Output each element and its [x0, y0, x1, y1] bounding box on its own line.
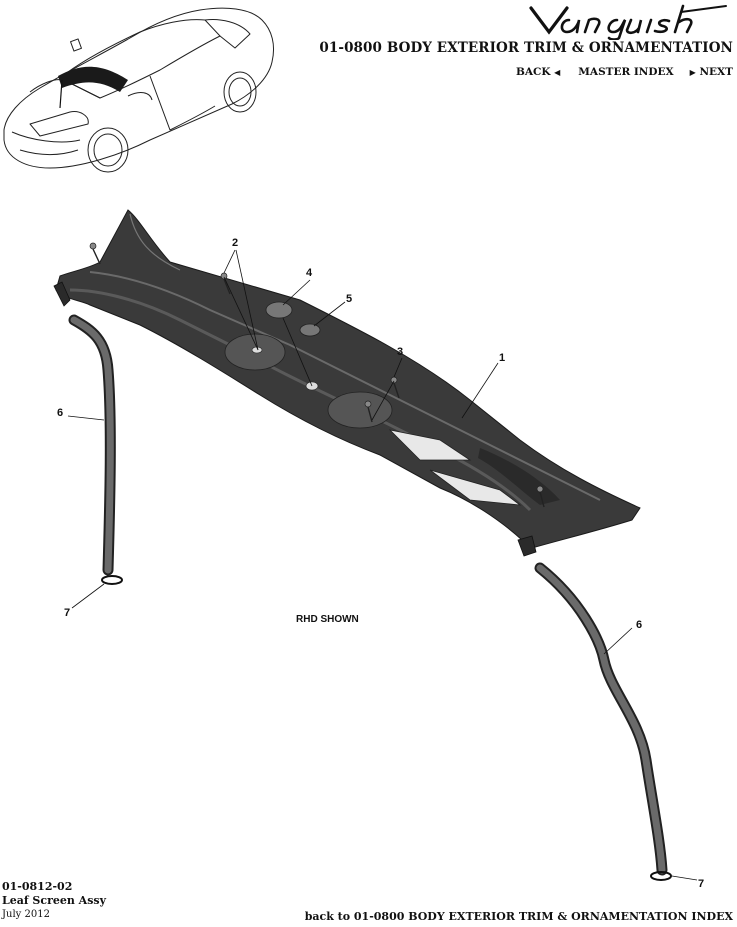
part-info: 01-0812-02 Leaf Screen Assy July 2012 [2, 880, 106, 922]
back-link[interactable]: BACK ◀ [516, 66, 560, 78]
screw-fasteners [89, 242, 545, 508]
next-label: NEXT [699, 66, 733, 78]
callout-7-right: 7 [698, 878, 704, 890]
drain-hose-right [534, 562, 668, 876]
callout-3: 3 [397, 346, 403, 358]
back-label: BACK [515, 66, 551, 78]
car-thumbnail [3, 7, 275, 173]
grommet-plug-small [299, 323, 321, 337]
callout-6-right: 6 [636, 619, 642, 631]
callout-5: 5 [346, 293, 352, 305]
leaf-screen-panel [53, 209, 641, 557]
section-title: 01-0800 BODY EXTERIOR TRIM & ORNAMENTATI… [319, 40, 733, 56]
back-arrow-icon: ◀ [554, 67, 561, 77]
part-date: July 2012 [2, 909, 50, 920]
hose-clip-left [101, 575, 123, 585]
hose-clip-right [650, 871, 672, 881]
callout-1: 1 [499, 352, 505, 364]
leader-lines [67, 249, 698, 881]
part-name: Leaf Screen Assy [2, 894, 106, 907]
master-index-link[interactable]: MASTER INDEX [578, 66, 674, 78]
next-arrow-icon: ▶ [689, 67, 696, 77]
callout-7-left: 7 [64, 607, 70, 619]
vanquish-logo [529, 4, 727, 40]
rhd-shown-note: RHD SHOWN [296, 614, 359, 625]
next-link[interactable]: ▶ NEXT [690, 66, 733, 78]
leaf-screen-diagram: 1 2 3 4 5 6 6 7 7 [53, 209, 704, 890]
back-to-index-link[interactable]: back to 01-0800 BODY EXTERIOR TRIM & ORN… [304, 910, 733, 923]
navigation-bar: BACK ◀ MASTER INDEX ▶ NEXT [516, 66, 733, 78]
callout-2: 2 [232, 237, 238, 249]
callout-6-left: 6 [57, 407, 63, 419]
grommet-plug-large [265, 301, 293, 319]
part-number: 01-0812-02 [2, 880, 73, 893]
callout-4: 4 [306, 267, 313, 279]
